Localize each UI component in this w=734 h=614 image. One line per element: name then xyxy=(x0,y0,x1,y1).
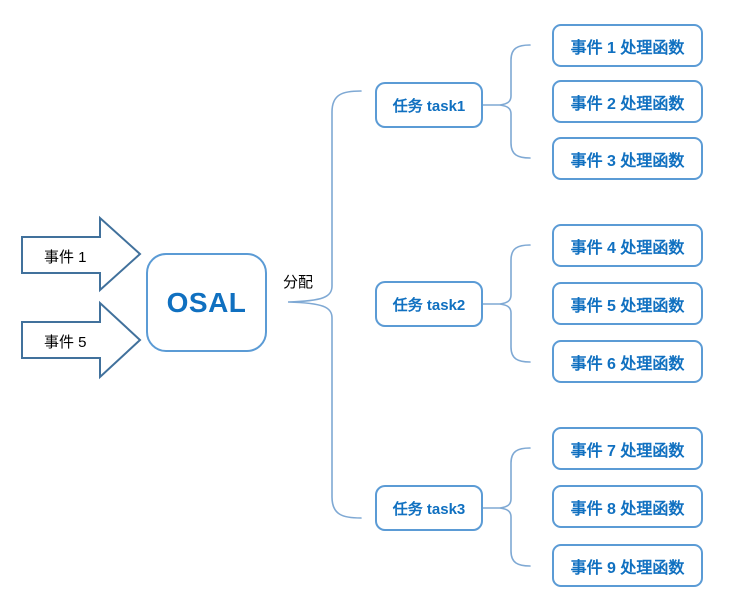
handler-label: 事件 1 处理函数 xyxy=(570,39,685,57)
handler-box-event6: 事件 6 处理函数 xyxy=(552,340,703,383)
handler-label: 事件 8 处理函数 xyxy=(570,500,685,518)
task1-box: 任务 task1 xyxy=(375,82,483,128)
osal-core-label: OSAL xyxy=(166,286,247,318)
osal-core-box: OSAL xyxy=(146,253,267,352)
task1-brace xyxy=(499,44,531,159)
handler-box-event2: 事件 2 处理函数 xyxy=(552,80,703,123)
handler-label: 事件 2 处理函数 xyxy=(570,95,685,113)
event1-arrow-label: 事件 1 xyxy=(44,249,87,266)
event1-arrow-icon xyxy=(21,215,142,293)
handler-label: 事件 3 处理函数 xyxy=(570,152,685,170)
handler-box-event7: 事件 7 处理函数 xyxy=(552,427,703,470)
task2-box: 任务 task2 xyxy=(375,281,483,327)
task3-label: 任务 task3 xyxy=(392,500,466,518)
task1-label: 任务 task1 xyxy=(392,97,466,115)
event5-arrow-icon xyxy=(21,300,142,380)
handler-label: 事件 6 处理函数 xyxy=(570,355,685,373)
handler-box-event1: 事件 1 处理函数 xyxy=(552,24,703,67)
handler-label: 事件 7 处理函数 xyxy=(570,442,685,460)
handler-box-event5: 事件 5 处理函数 xyxy=(552,282,703,325)
handler-box-event4: 事件 4 处理函数 xyxy=(552,224,703,267)
task3-box: 任务 task3 xyxy=(375,485,483,531)
handler-box-event9: 事件 9 处理函数 xyxy=(552,544,703,587)
handler-label: 事件 9 处理函数 xyxy=(570,559,685,577)
handler-box-event3: 事件 3 处理函数 xyxy=(552,137,703,180)
event5-arrow-label: 事件 5 xyxy=(44,334,87,351)
dispatch-label: 分配 xyxy=(283,274,314,291)
handler-box-event8: 事件 8 处理函数 xyxy=(552,485,703,528)
task2-label: 任务 task2 xyxy=(392,296,466,314)
task2-brace xyxy=(499,244,531,363)
main-dispatch-brace xyxy=(287,90,362,519)
handler-label: 事件 4 处理函数 xyxy=(570,239,685,257)
task3-brace xyxy=(499,447,531,567)
handler-label: 事件 5 处理函数 xyxy=(570,297,685,315)
